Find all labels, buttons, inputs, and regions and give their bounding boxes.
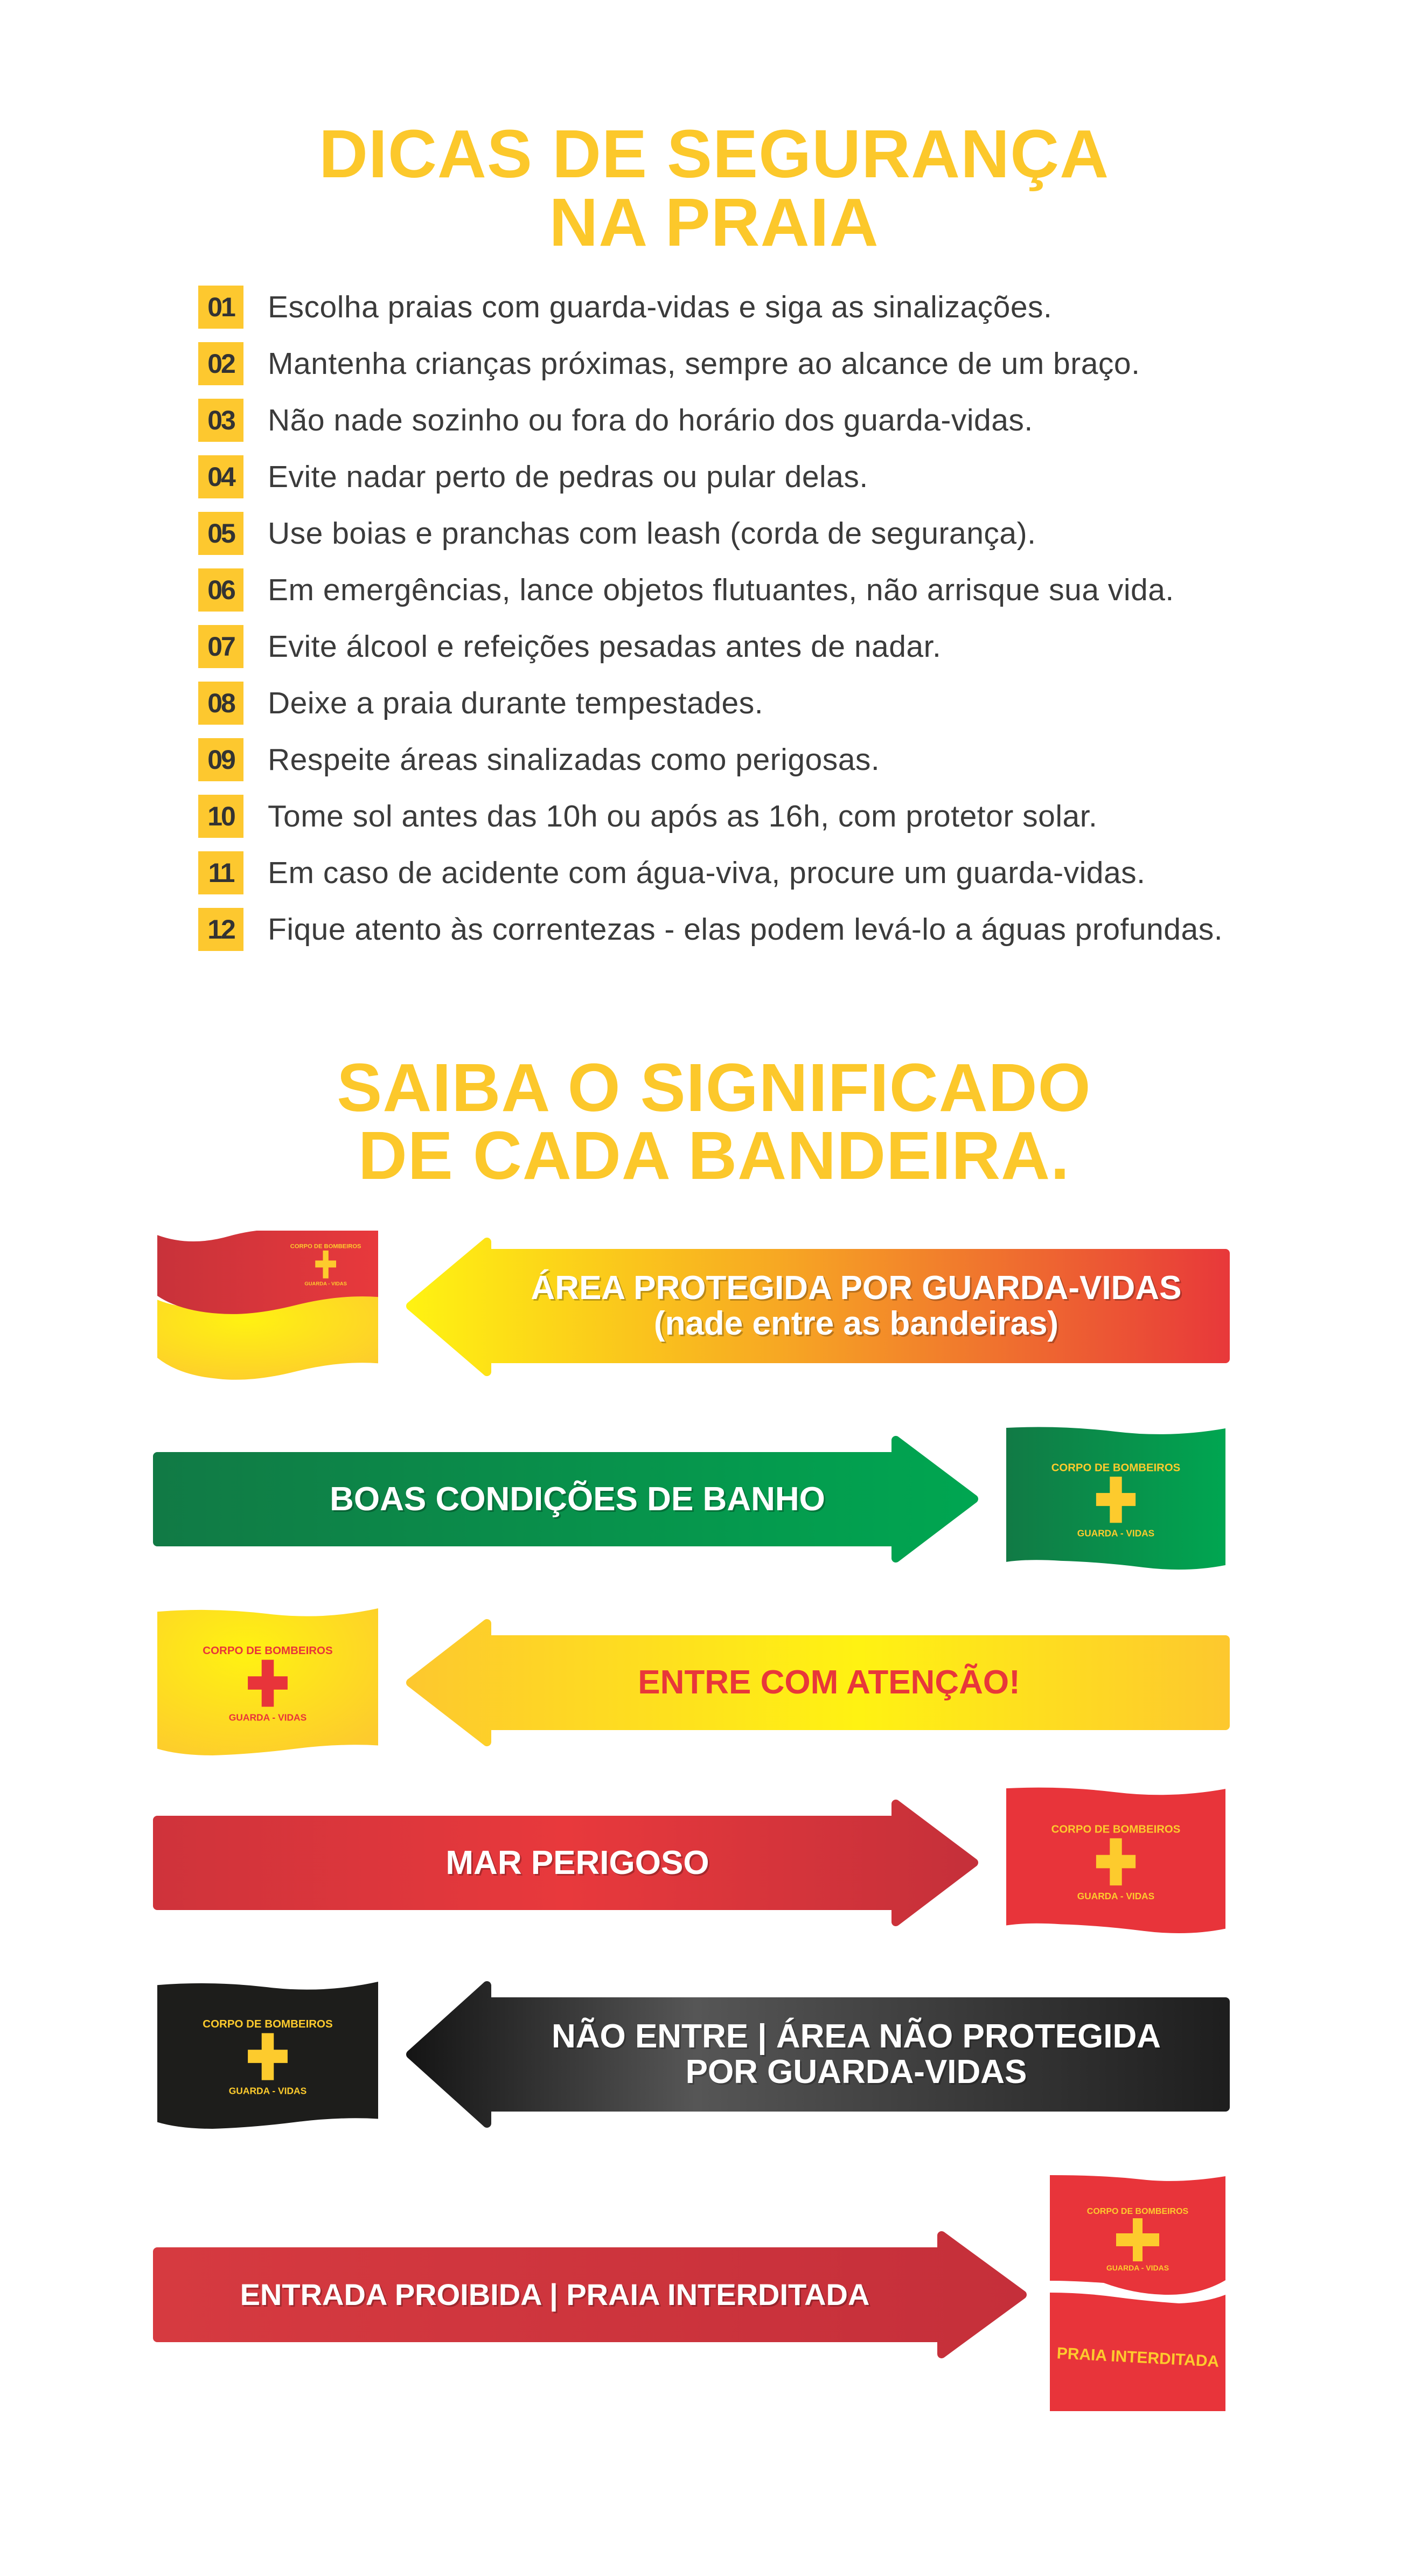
label-unprotected: NÃO ENTRE | ÁREA NÃO PROTEGIDA POR GUARD… xyxy=(487,2002,1225,2107)
label-line1: ENTRE COM ATENÇÃO! xyxy=(638,1664,1020,1701)
flag-red-yellow: CORPO DE BOMBEIROS GUARDA - VIDAS xyxy=(157,1231,378,1380)
arrow-right-forbidden xyxy=(153,2231,1027,2358)
label-line2: (nade entre as bandeiras) xyxy=(653,1305,1059,1342)
svg-text:GUARDA - VIDAS: GUARDA - VIDAS xyxy=(1077,1891,1154,1901)
svg-text:GUARDA - VIDAS: GUARDA - VIDAS xyxy=(304,1281,347,1287)
tip-number-badge: 08 xyxy=(198,682,243,725)
flag-interdicted: CORPO DE BOMBEIROS GUARDA - VIDAS PRAIA … xyxy=(1050,2175,1225,2411)
tip-text: Não nade sozinho ou fora do horário dos … xyxy=(268,403,1033,438)
tip-item: 04 Evite nadar perto de pedras ou pular d… xyxy=(198,455,868,498)
tip-text: Use boias e pranchas com leash (corda de… xyxy=(268,516,1036,551)
tip-number-badge: 06 xyxy=(198,568,243,612)
label-good-conditions: BOAS CONDIÇÕES DE BANHO xyxy=(157,1456,998,1542)
tip-item: 06 Em emergências, lance objetos flutuant… xyxy=(198,568,1174,612)
arrow-left-unprotected xyxy=(406,1981,1230,2128)
tip-number-badge: 09 xyxy=(198,738,243,781)
tip-text: Em emergências, lance objetos flutuantes… xyxy=(268,573,1174,607)
tip-number-badge: 11 xyxy=(198,851,243,894)
tip-number-badge: 01 xyxy=(198,286,243,329)
svg-text:CORPO DE BOMBEIROS: CORPO DE BOMBEIROS xyxy=(203,1644,332,1657)
tip-text: Em caso de acidente com água-viva, procu… xyxy=(268,856,1146,890)
svg-text:CORPO DE BOMBEIROS: CORPO DE BOMBEIROS xyxy=(290,1244,361,1250)
label-line1: ENTRADA PROIBIDA | PRAIA INTERDITADA xyxy=(240,2278,870,2311)
arrow-right-dangerous-sea xyxy=(153,1800,978,1926)
tip-text: Fique atento às correntezas - elas podem… xyxy=(268,912,1223,947)
label-line1: BOAS CONDIÇÕES DE BANHO xyxy=(330,1480,825,1518)
tip-text: Deixe a praia durante tempestades. xyxy=(268,686,764,720)
tip-text: Evite nadar perto de pedras ou pular del… xyxy=(268,460,868,494)
label-line1: NÃO ENTRE | ÁREA NÃO PROTEGIDA xyxy=(551,2018,1161,2055)
tip-text: Evite álcool e refeições pesadas antes d… xyxy=(268,629,942,664)
svg-text:CORPO DE BOMBEIROS: CORPO DE BOMBEIROS xyxy=(203,2018,332,2030)
flags-title-line2: DE CADA BANDEIRA. xyxy=(358,1117,1070,1193)
svg-text:CORPO DE BOMBEIROS: CORPO DE BOMBEIROS xyxy=(1051,1462,1181,1474)
label-line1: ÁREA PROTEGIDA POR GUARDA-VIDAS xyxy=(531,1269,1182,1307)
tip-number-badge: 10 xyxy=(198,795,243,838)
label-line2: POR GUARDA-VIDAS xyxy=(685,2053,1027,2091)
tip-text: Tome sol antes das 10h ou após as 16h, c… xyxy=(268,799,1098,834)
tip-item: 12 Fique atento às correntezas - elas pod… xyxy=(198,908,1223,951)
tip-item: 02 Mantenha crianças próximas, sempre ao … xyxy=(198,342,1140,385)
svg-text:CORPO DE BOMBEIROS: CORPO DE BOMBEIROS xyxy=(1051,1823,1181,1835)
tip-text: Respeite áreas sinalizadas como perigosa… xyxy=(268,742,880,777)
tip-number-badge: 04 xyxy=(198,455,243,498)
lifeguard-emblem: CORPO DE BOMBEIROS GUARDA - VIDAS xyxy=(203,2018,332,2096)
lifeguard-emblem: CORPO DE BOMBEIROS GUARDA - VIDAS xyxy=(290,1244,361,1287)
tips-title-line1: DICAS DE SEGURANÇA xyxy=(318,116,1110,192)
lifeguard-emblem: CORPO DE BOMBEIROS GUARDA - VIDAS xyxy=(1051,1462,1181,1539)
tip-number-badge: 05 xyxy=(198,512,243,555)
flags-title-line1: SAIBA O SIGNIFICADO xyxy=(337,1050,1091,1126)
svg-text:GUARDA - VIDAS: GUARDA - VIDAS xyxy=(229,1712,307,1723)
label-caution: ENTRE COM ATENÇÃO! xyxy=(487,1640,1171,1726)
arrow-right-good-conditions xyxy=(153,1436,978,1563)
label-forbidden: ENTRADA PROIBIDA | PRAIA INTERDITADA xyxy=(157,2252,952,2338)
lifeguard-emblem: CORPO DE BOMBEIROS GUARDA - VIDAS xyxy=(1087,2207,1189,2272)
tip-text: Escolha praias com guarda-vidas e siga a… xyxy=(268,290,1053,324)
tip-item: 09 Respeite áreas sinalizadas como perigo… xyxy=(198,738,880,781)
lifeguard-emblem: CORPO DE BOMBEIROS GUARDA - VIDAS xyxy=(1051,1823,1181,1901)
label-dangerous-sea: MAR PERIGOSO xyxy=(157,1820,998,1906)
tip-item: 07 Evite álcool e refeições pesadas antes… xyxy=(198,625,941,668)
svg-text:GUARDA - VIDAS: GUARDA - VIDAS xyxy=(1106,2263,1169,2272)
flag-black: CORPO DE BOMBEIROS GUARDA - VIDAS xyxy=(157,1982,378,2129)
tip-item: 05 Use boias e pranchas com leash (corda … xyxy=(198,512,1036,555)
flag-yellow: CORPO DE BOMBEIROS GUARDA - VIDAS xyxy=(157,1608,378,1755)
tip-item: 01 Escolha praias com guarda-vidas e siga… xyxy=(198,286,1052,329)
svg-text:GUARDA - VIDAS: GUARDA - VIDAS xyxy=(1077,1528,1154,1539)
tip-item: 11 Em caso de acidente com água-viva, pro… xyxy=(198,851,1145,894)
svg-text:GUARDA - VIDAS: GUARDA - VIDAS xyxy=(229,2085,307,2096)
tip-number-badge: 02 xyxy=(198,342,243,385)
svg-text:CORPO DE BOMBEIROS: CORPO DE BOMBEIROS xyxy=(1087,2207,1189,2216)
tip-number-badge: 12 xyxy=(198,908,243,951)
tip-item: 10 Tome sol antes das 10h ou após as 16h,… xyxy=(198,795,1097,838)
label-protected-area: ÁREA PROTEGIDA POR GUARDA-VIDAS (nade en… xyxy=(487,1253,1225,1359)
tip-item: 08 Deixe a praia durante tempestades. xyxy=(198,682,763,725)
tip-text: Mantenha crianças próximas, sempre ao al… xyxy=(268,346,1140,381)
flag-red: CORPO DE BOMBEIROS GUARDA - VIDAS xyxy=(1006,1787,1225,1934)
arrow-left-protected-area xyxy=(406,1238,1230,1376)
flag-green: CORPO DE BOMBEIROS GUARDA - VIDAS xyxy=(1006,1427,1225,1570)
tip-number-badge: 07 xyxy=(198,625,243,668)
tip-number-badge: 03 xyxy=(198,399,243,442)
label-line1: MAR PERIGOSO xyxy=(445,1844,709,1881)
lifeguard-emblem: CORPO DE BOMBEIROS GUARDA - VIDAS xyxy=(203,1644,332,1723)
arrow-left-caution xyxy=(406,1619,1230,1746)
tip-item: 03 Não nade sozinho ou fora do horário do… xyxy=(198,399,1033,442)
tips-title-line2: NA PRAIA xyxy=(549,184,879,260)
